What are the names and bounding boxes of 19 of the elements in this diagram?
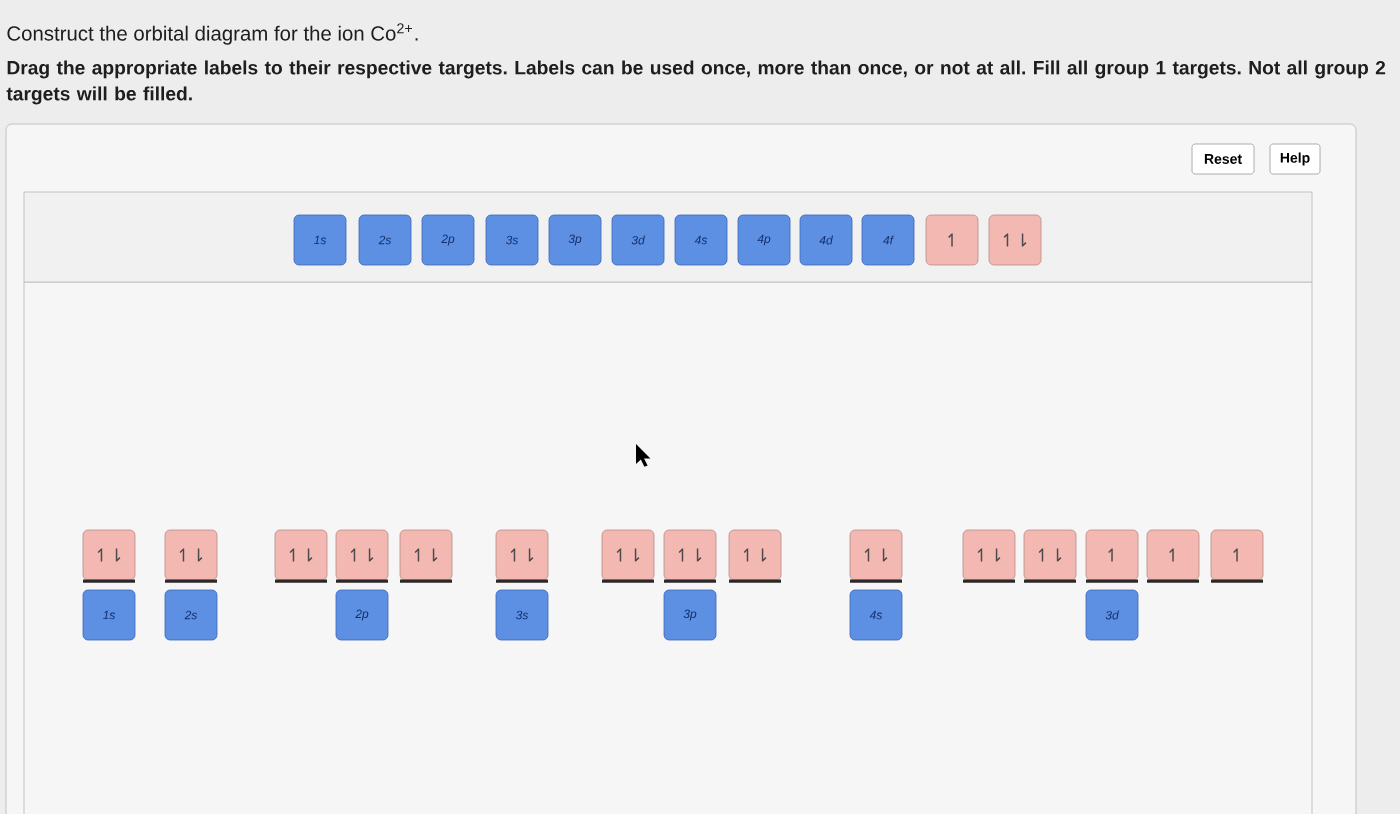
arrow-tile: ↿ <box>1146 529 1200 583</box>
arrow-tile: ↿⇂ <box>988 214 1042 266</box>
instruction-text: Drag the appropriate labels to their respective targets. Labels can be used once, more than once, or not at all. Fill all group 1 targets. Not all group 2 targets will be filled. <box>6 60 1386 105</box>
arrow-tile: ↿⇂ <box>849 529 903 583</box>
arrow-tile: ↿⇂ <box>495 529 549 583</box>
arrow-tile: ↿ <box>925 214 979 266</box>
arrow-tile: ↿⇂ <box>82 529 136 583</box>
arrow-tile: ↿⇂ <box>962 529 1016 583</box>
arrow-tile: ↿⇂ <box>1023 529 1077 583</box>
arrow-tile: ↿⇂ <box>399 529 453 583</box>
arrow-tile: ↿⇂ <box>728 529 782 583</box>
arrow-tile: ↿⇂ <box>164 529 218 583</box>
arrow-tile: ↿⇂ <box>601 529 655 583</box>
arrow-tile: ↿⇂ <box>663 529 717 583</box>
arrow-tile: ↿ <box>1085 529 1139 583</box>
question-text: Construct the orbital diagram for the ion Co$^{2+}$. <box>7 23 418 45</box>
arrow-tile: ↿⇂ <box>274 529 328 583</box>
arrow-tile: ↿ <box>1210 529 1264 583</box>
arrow-tile: ↿⇂ <box>335 529 389 583</box>
